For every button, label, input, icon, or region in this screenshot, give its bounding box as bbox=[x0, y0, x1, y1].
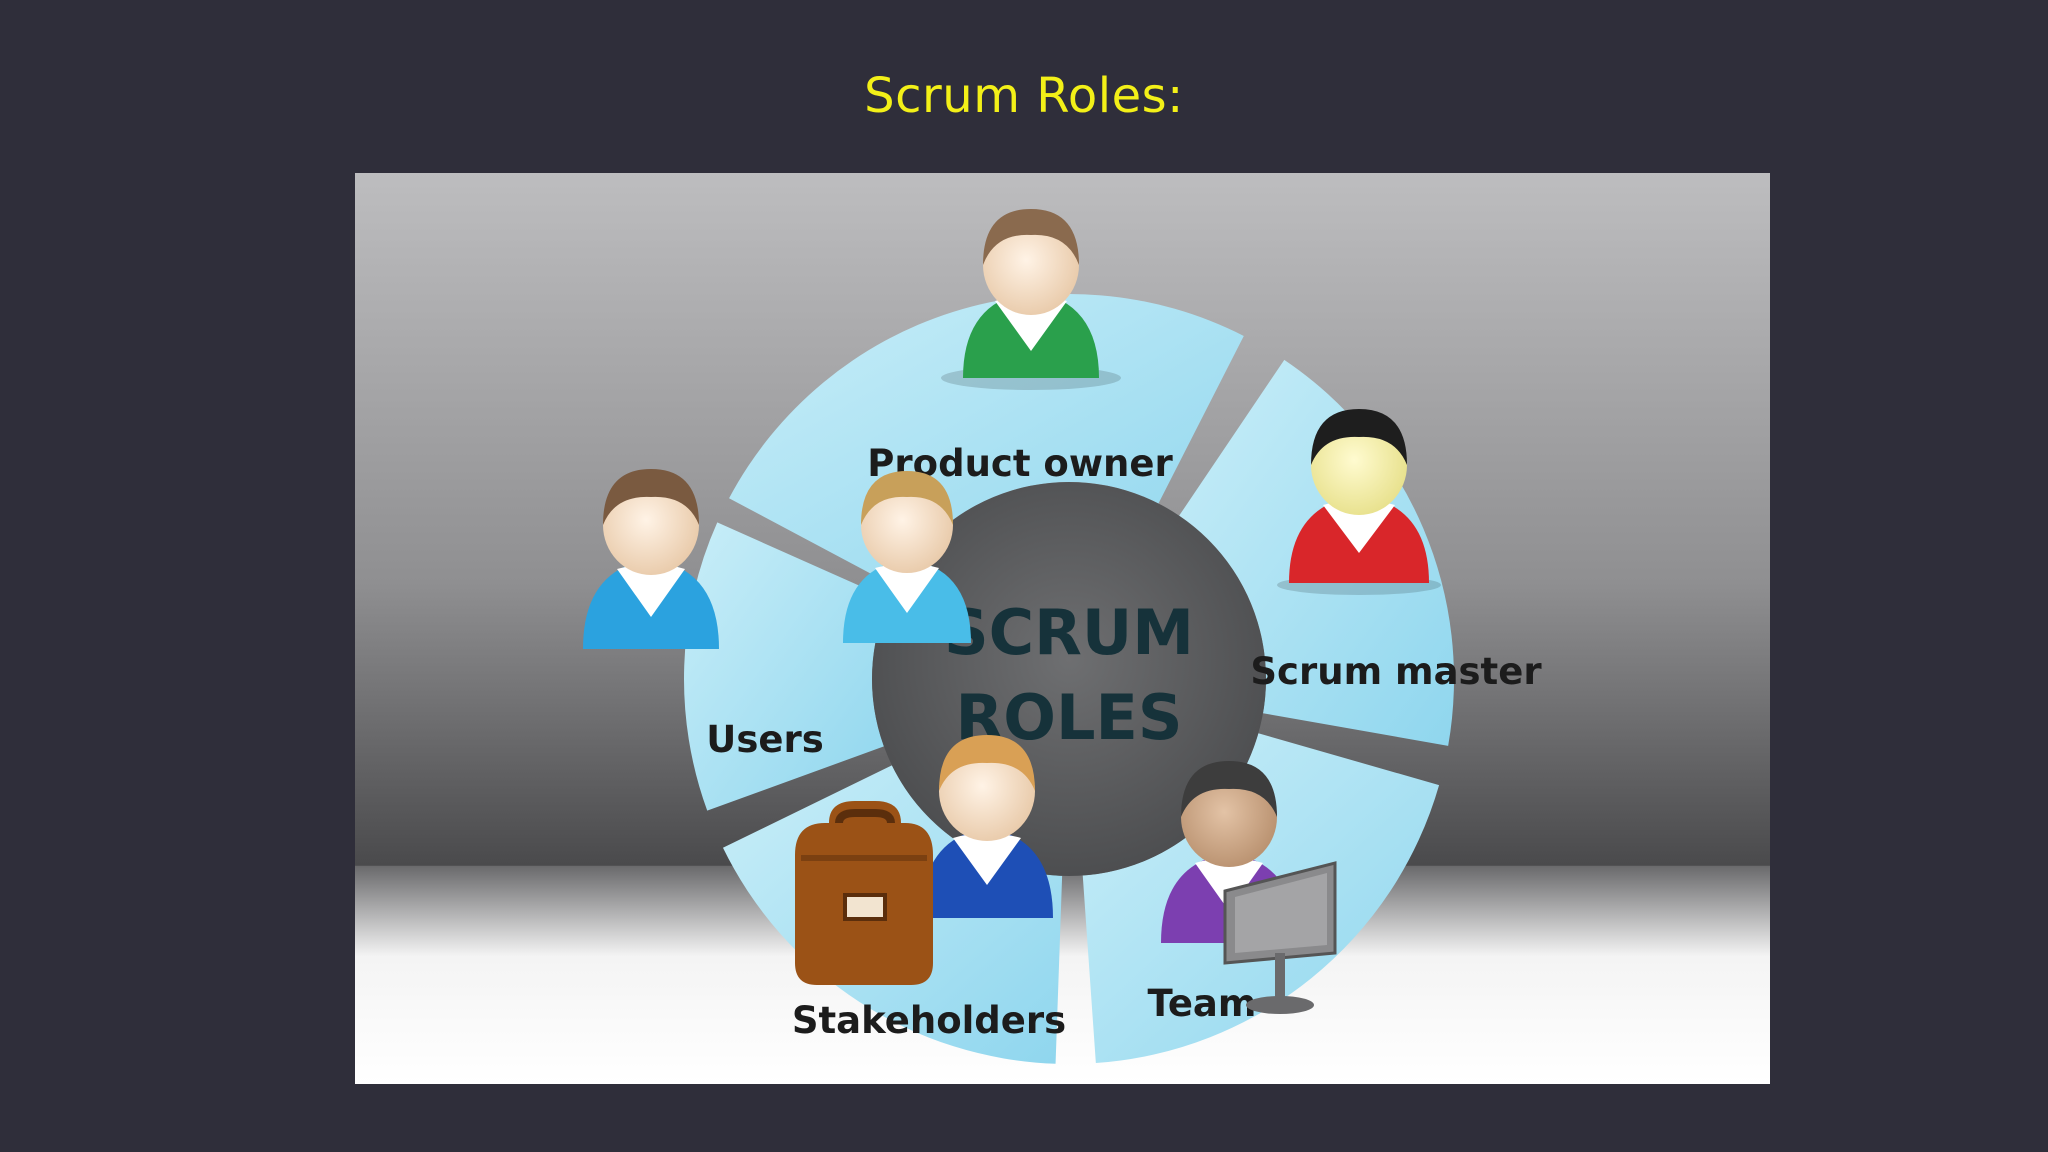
person-green-icon bbox=[941, 209, 1121, 390]
person-red-icon bbox=[1277, 409, 1441, 595]
role-label-scrum-master: Scrum master bbox=[1250, 650, 1542, 693]
ring-segment-product-owner bbox=[729, 294, 1244, 587]
center-label-line1: SCRUM bbox=[944, 596, 1194, 669]
role-label-users: Users bbox=[706, 718, 823, 761]
role-label-stakeholders: Stakeholders bbox=[792, 999, 1066, 1042]
role-label-team: Team bbox=[1148, 982, 1257, 1025]
ring-segment-users bbox=[684, 522, 890, 811]
two-persons-cyan-icon bbox=[583, 469, 971, 649]
person-purple-with-monitor-icon bbox=[1161, 761, 1337, 1014]
person-blue-with-briefcase-icon bbox=[795, 735, 1053, 985]
scrum-roles-diagram: SCRUM ROLES Product owner Scrum master T… bbox=[355, 173, 1770, 1084]
diagram-canvas: SCRUM ROLES Product owner Scrum master T… bbox=[355, 173, 1770, 1084]
slide-title: Scrum Roles: bbox=[864, 68, 1184, 124]
